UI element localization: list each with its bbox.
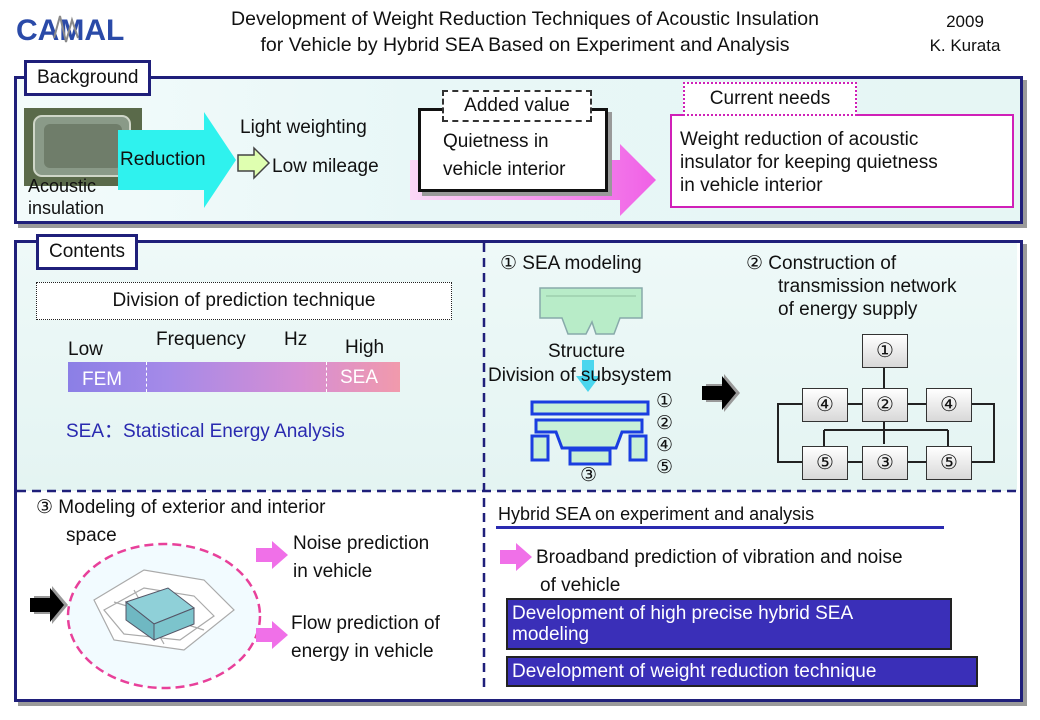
high-label: High [345, 337, 385, 358]
pink-arrow-flow [256, 621, 288, 649]
construction-line3: of energy supply [778, 299, 918, 320]
construction-line1: ② Construction of [746, 253, 897, 274]
frequency-bar [68, 362, 400, 392]
modeling-line2: space [66, 525, 117, 546]
dev1-line1: Development of high precise hybrid SEA [512, 603, 854, 624]
noise-line2: in vehicle [293, 561, 373, 582]
network-node-4-left: ④ [802, 388, 848, 422]
network-node-5-right: ⑤ [926, 446, 972, 480]
down-arrow [576, 360, 600, 392]
network-node-3: ③ [862, 446, 908, 480]
black-arrow-left-panel [30, 586, 68, 624]
sub-label-2: ② [656, 413, 674, 434]
needs-line1: Weight reduction of acoustic [680, 129, 919, 150]
sub-label-3: ③ [580, 465, 598, 486]
year: 2009 [946, 12, 984, 31]
broadband-line1: Broadband prediction of vibration and no… [536, 547, 903, 568]
year-author: 2009 K. Kurata [900, 10, 1030, 58]
sea-divider [326, 362, 327, 392]
sea-modeling-title: ① SEA modeling [500, 253, 642, 274]
flow-line2: energy in vehicle [291, 641, 434, 662]
division-subsystem-label: Division of subsystem [488, 365, 672, 386]
divider-lines [17, 243, 1017, 693]
structure-image [539, 287, 643, 335]
sea-label: SEA [340, 367, 379, 388]
network-node-5-left: ⑤ [802, 446, 848, 480]
structure-label: Structure [548, 341, 626, 362]
hz-label: Hz [284, 329, 308, 350]
dev1-line2: modeling [512, 624, 590, 645]
subsystem-image [530, 400, 650, 466]
modeling-line1: ③ Modeling of exterior and interior [36, 497, 326, 518]
frequency-label: Frequency [156, 329, 246, 350]
contents-tab: Contents [36, 234, 139, 270]
pink-arrow-noise [256, 541, 288, 569]
reduction-arrow [118, 112, 236, 208]
hybrid-title: Hybrid SEA on experiment and analysis [498, 504, 815, 524]
fem-divider [146, 362, 147, 392]
network-node-2: ② [862, 388, 908, 422]
current-needs-box [670, 114, 1014, 208]
needs-line2: insulator for keeping quietness [680, 152, 938, 173]
fem-label: FEM [82, 369, 123, 390]
division-title: Division of prediction technique [36, 282, 452, 320]
low-mileage: Low mileage [272, 156, 379, 177]
black-arrow-right [702, 374, 740, 412]
reduction-label: Reduction [120, 149, 206, 170]
broadband-line2: of vehicle [540, 575, 621, 596]
page-title: Development of Weight Reduction Techniqu… [150, 6, 900, 58]
added-value-tab: Added value [442, 90, 592, 122]
needs-line3: in vehicle interior [680, 175, 823, 196]
background-tab: Background [24, 60, 152, 96]
network-node-4-right: ④ [926, 388, 972, 422]
title-line1: Development of Weight Reduction Techniqu… [231, 8, 819, 30]
author: K. Kurata [929, 36, 1001, 55]
sub-label-4: ④ [656, 435, 674, 456]
acoustic-line1: Acoustic [28, 176, 97, 196]
camal-logo: CAMAL [16, 14, 124, 47]
light-weighting: Light weighting [240, 117, 367, 138]
small-green-arrow [237, 146, 271, 180]
sub-label-1: ① [656, 391, 674, 412]
noise-line1: Noise prediction [293, 533, 430, 554]
pink-arrow-broadband [500, 543, 532, 571]
added-value-line1: Quietness in [443, 131, 549, 152]
sea-definition: SEA：Statistical Energy Analysis [66, 421, 345, 442]
vehicle-space-image [66, 542, 262, 690]
dev-box-1: Development of high precise hybrid SEA m… [506, 598, 952, 650]
construction-line2: transmission network [778, 276, 957, 297]
network-node-1: ① [862, 334, 908, 368]
low-label: Low [68, 339, 103, 360]
acoustic-line2: insulation [28, 198, 105, 218]
hybrid-underline [496, 526, 944, 529]
current-needs-tab: Current needs [683, 82, 857, 116]
dev-box-2: Development of weight reduction techniqu… [506, 656, 978, 687]
title-line2: for Vehicle by Hybrid SEA Based on Exper… [260, 34, 790, 56]
sub-label-5: ⑤ [656, 457, 674, 478]
flow-line1: Flow prediction of [291, 613, 440, 634]
added-value-line2: vehicle interior [443, 159, 566, 180]
